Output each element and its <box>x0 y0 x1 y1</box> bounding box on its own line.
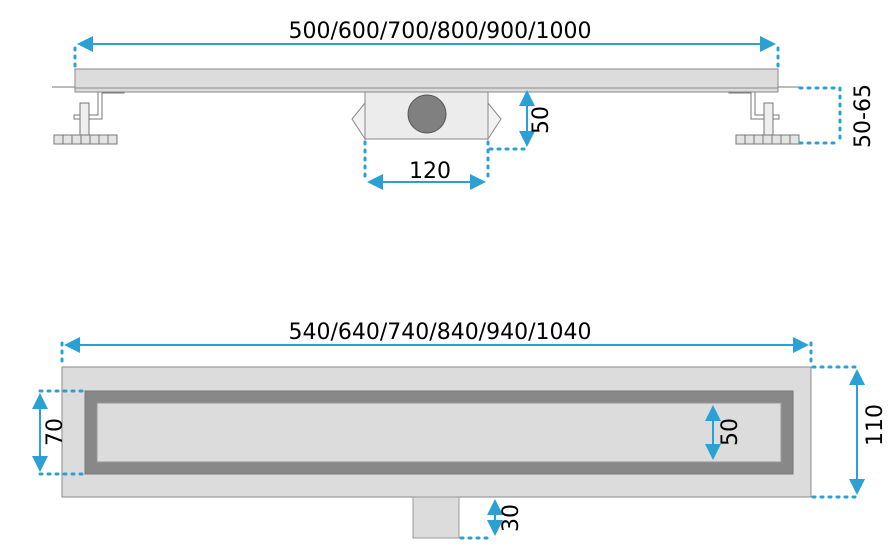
outlet-pipe-bottom <box>412 496 460 539</box>
top-down-view: 540/640/740/840/940/1040 70 50 110 30 <box>32 320 888 540</box>
top-length-label: 500/600/700/800/900/1000 <box>288 19 591 44</box>
right-foot <box>728 92 800 145</box>
adjust-height-label: 50-65 <box>851 84 876 148</box>
drain-channel <box>74 68 779 89</box>
outlet-box <box>351 91 502 141</box>
frame-height-label: 70 <box>43 418 68 446</box>
grate <box>96 402 782 463</box>
side-view: 500/600/700/800/900/1000 120 50 50-65 <box>52 19 876 190</box>
left-foot <box>53 92 125 145</box>
outlet-pipe <box>407 94 447 134</box>
outlet-height-label: 50 <box>529 106 554 134</box>
total-height-label: 110 <box>863 404 888 446</box>
outlet-depth-label: 30 <box>499 504 524 532</box>
bottom-length-label: 540/640/740/840/940/1040 <box>288 320 591 345</box>
grate-height-label: 50 <box>718 418 743 446</box>
outlet-width-label: 120 <box>409 159 451 184</box>
